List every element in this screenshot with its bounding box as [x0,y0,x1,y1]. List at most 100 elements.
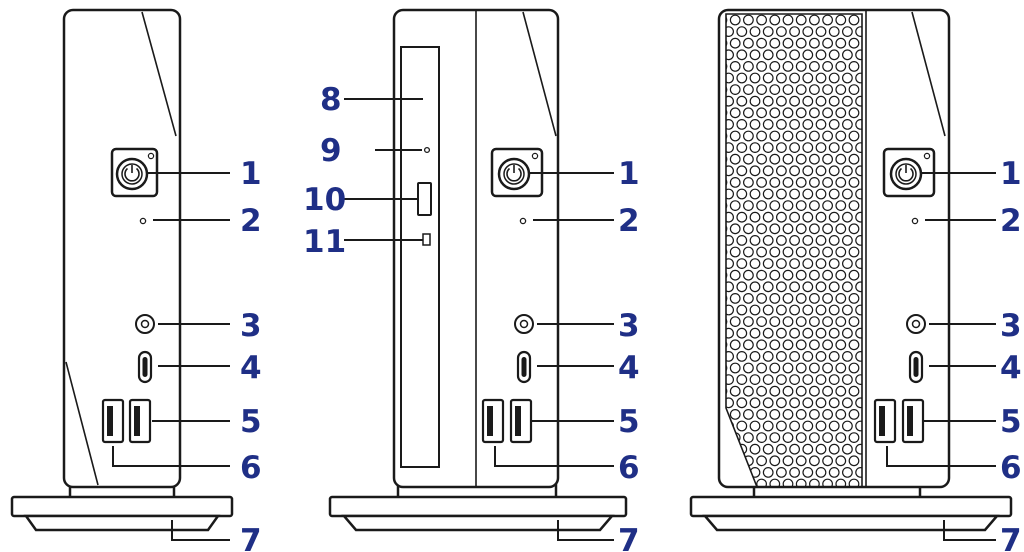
mesh-hole [795,14,807,26]
mesh-hole [729,130,741,142]
mesh-hole [815,26,827,37]
mesh-hole [782,362,794,374]
mesh-hole [802,188,814,200]
mesh-hole [842,397,853,409]
callout-7: 7 [618,523,640,552]
mesh-hole [855,374,862,386]
mesh-hole [795,432,807,444]
mesh-hole [769,84,781,95]
mesh-hole [835,409,847,420]
mesh-hole [726,362,728,374]
mesh-hole [756,409,767,420]
mesh-hole [822,176,833,188]
mesh-hole [762,281,774,293]
mesh-hole [802,258,814,270]
mesh-hole [769,362,781,374]
mesh-hole [815,397,827,409]
mesh-hole [743,246,754,258]
mesh-hole [809,130,820,142]
power-button [110,147,159,198]
mesh-hole [769,223,781,235]
mesh-hole [762,211,774,223]
mesh-hole [789,351,800,362]
mesh-hole [776,165,787,177]
mesh-hole [822,293,833,304]
mesh-hole [848,339,860,351]
mesh-hole [842,374,853,386]
mesh-hole [743,130,754,142]
mesh-hole [726,269,728,281]
mesh-hole [736,420,748,432]
mesh-hole [749,420,761,432]
usb-a-ports [481,398,533,444]
callout-1: 1 [618,156,640,192]
mesh-hole [743,409,754,420]
mesh-hole [756,478,767,487]
mesh-hole [835,246,847,258]
view-front-plain: 1 2 3 4 5 6 7 [10,8,262,552]
mesh-hole [726,37,728,49]
mesh-hole [769,176,781,188]
mesh-hole [726,72,734,84]
mesh-hole [802,234,814,246]
mesh-hole [736,26,748,37]
mesh-hole [782,176,794,188]
mesh-hole [789,374,800,386]
mesh-hole [815,72,827,84]
mesh-hole [835,37,847,49]
mesh-hole [815,188,827,200]
mesh-hole [729,200,741,212]
mesh-hole [776,397,787,409]
mesh-hole [776,304,787,316]
mesh-hole [835,14,847,26]
mesh-hole [726,130,728,142]
mesh-hole [762,374,774,386]
mesh-hole [743,107,754,119]
mesh-hole [842,420,853,432]
mesh-hole [736,188,748,200]
mesh-hole [822,37,833,49]
mesh-hole [776,26,787,37]
callout-6: 6 [1000,450,1022,486]
mesh-hole [776,327,787,339]
mesh-hole [776,281,787,293]
mesh-hole [809,37,820,49]
mesh-hole [726,176,728,188]
mesh-hole [789,304,800,316]
mesh-hole [842,49,853,61]
mesh-hole [726,211,734,223]
mesh-hole [726,84,728,95]
mesh-hole [828,281,840,293]
mesh-hole [729,293,741,304]
mesh-hole [822,61,833,72]
mesh-hole [776,118,787,130]
headset-jack [906,314,926,334]
mesh-hole [762,351,774,362]
mesh-hole [848,316,860,328]
mesh-hole [749,258,761,270]
mesh-hole [815,304,827,316]
mesh-hole [855,304,862,316]
mesh-hole [842,95,853,107]
view-front-mesh-panel: 1 2 3 4 5 6 7 [689,8,1022,552]
mesh-hole [749,118,761,130]
mesh-hole [809,246,820,258]
mesh-hole [848,14,860,26]
mesh-hole [762,72,774,84]
mesh-hole [802,351,814,362]
mesh-hole [809,176,820,188]
mesh-hole [782,14,794,26]
mesh-hole [769,269,781,281]
mesh-hole [769,130,781,142]
mesh-hole [762,188,774,200]
mesh-hole [769,246,781,258]
mesh-hole [776,234,787,246]
mesh-hole [756,200,767,212]
mesh-hole [749,234,761,246]
mesh-hole [809,455,820,467]
usb-c-port [516,350,532,384]
mesh-hole [769,293,781,304]
mesh-hole [736,258,748,270]
mesh-hole [756,130,767,142]
mesh-hole [729,339,741,351]
